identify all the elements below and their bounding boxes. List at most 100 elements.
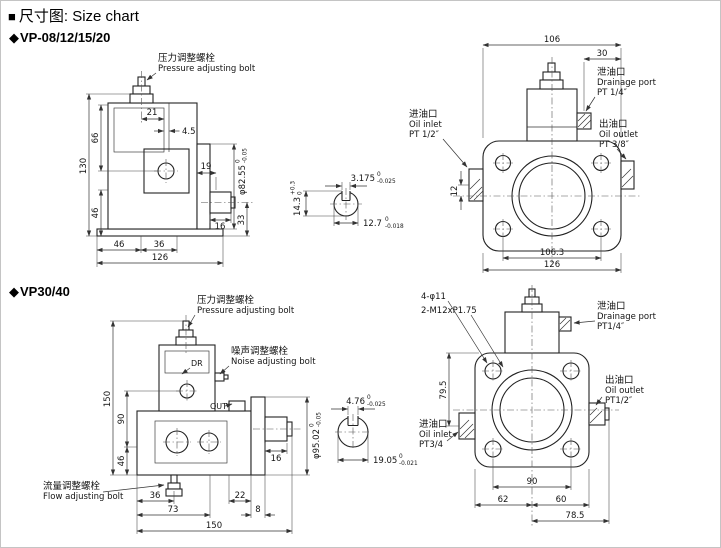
vp30-flow-bolt (170, 474, 178, 484)
dim-key-width-3-175: 3.175 (351, 174, 375, 184)
outlet-label-cn: 出油口 (605, 374, 634, 386)
dim-16: 16 (271, 454, 282, 464)
pressure-bolt-label-en: Pressure adjusting bolt (158, 64, 256, 74)
noise-bolt-label-cn: 噪声调整螺栓 (231, 345, 289, 357)
dim-shaft-dia-12-7: 12.7 (363, 219, 382, 229)
diamond-bullet-icon: ◆ (9, 284, 19, 299)
drain-label-cn: 泄油口 (597, 300, 626, 312)
vp30-mount-flange-plate (250, 396, 266, 476)
dim-106: 106 (544, 35, 560, 45)
pilot-value: φ82.55 (238, 165, 248, 195)
shaft-d-tol-upper: 0 (385, 217, 389, 223)
dim-30: 30 (597, 49, 608, 59)
vp30-inlet-port (458, 412, 476, 440)
vp08-side-dimensions: 130 66 46 21 4.5 19 33 16 φ82. (79, 93, 250, 267)
vp08-outlet-port (620, 160, 635, 190)
dim-16: 16 (215, 222, 226, 232)
key-h-value: 14.3 (293, 197, 303, 216)
dim-bottom-36: 36 (154, 240, 165, 250)
drain-label-cn: 泄油口 (597, 66, 626, 78)
vp30-side-view: 压力调整螺栓 Pressure adjusting bolt 噪声调整螺栓 No… (43, 294, 323, 534)
drain-label-size: PT 1/4″ (597, 88, 627, 98)
dim-bottom-62: 62 (498, 495, 509, 505)
inlet-label-cn: 进油口 (419, 418, 448, 430)
dim-46-left: 46 (91, 208, 101, 219)
dim-bottom-73: 73 (168, 505, 179, 515)
bolt-holes-label: 4-φ11 (421, 292, 446, 302)
pilot-tol-upper: 0 (310, 423, 316, 427)
shaft-d-tol-upper: 0 (399, 454, 403, 460)
vp08-outlet-label: 出油口 Oil outlet PT 3/8″ (599, 118, 639, 160)
key-w-tol-upper: 0 (367, 395, 371, 401)
vp30-side-labels: 压力调整螺栓 Pressure adjusting bolt 噪声调整螺栓 No… (43, 294, 316, 502)
inlet-label-en: Oil inlet (419, 430, 452, 440)
inlet-label-size: PT3/4 (419, 440, 443, 450)
dim-bottom-8: 8 (255, 505, 260, 515)
vp30-side-dimensions: 150 90 46 16 φ95.02 0 -0.05 36 22 (103, 320, 323, 534)
dim-pilot-82-55: φ82.55 0 -0.05 (236, 148, 249, 195)
vp30-lower-body (136, 410, 252, 476)
outlet-label-size: PT1/2″ (605, 396, 632, 406)
vp30-noise-bolt (214, 372, 225, 382)
section-title-vp08-text: VP-08/12/15/20 (20, 30, 111, 45)
noise-bolt-label-en: Noise adjusting bolt (231, 357, 316, 367)
flow-bolt-label-en: Flow adjusting bolt (43, 492, 124, 502)
vp08-pump-body (107, 102, 198, 230)
pilot-tol-lower: -0.05 (243, 148, 249, 163)
dim-bottom-46: 46 (114, 240, 125, 250)
out-label: OUT (210, 402, 227, 411)
drain-label-en: Drainage port (597, 312, 657, 322)
dim-key-width-4-76: 4.76 (346, 397, 365, 407)
dim-79-5: 79.5 (439, 381, 449, 400)
pilot-tol-upper: 0 (236, 159, 242, 163)
dim-bottom-60: 60 (556, 495, 567, 505)
vp30-shaft-key-detail: 4.76 0 -0.025 19.05 0 -0.021 (331, 395, 418, 467)
vp08-pressure-bolt-label: 压力调整螺栓 Pressure adjusting bolt (146, 52, 256, 81)
section-title-vp30: ◆VP30/40 (9, 284, 70, 300)
dim-150: 150 (103, 391, 113, 407)
square-bullet-icon: ■ (8, 9, 16, 24)
vp30-front-labels: 4-φ11 2-M12xP1.75 泄油口 Drainage port PT1/… (419, 292, 657, 450)
shaft-d-tol-lower: -0.021 (399, 461, 418, 467)
dim-bottom-36: 36 (150, 491, 161, 501)
dim-key-height-14-3: 14.3 +0.3 0 (291, 181, 304, 216)
dim-106-3: 106.3 (540, 248, 564, 258)
pressure-bolt-label-cn: 压力调整螺栓 (158, 52, 216, 64)
dim-bottom-22: 22 (235, 491, 246, 501)
dim-33: 33 (237, 215, 247, 226)
dr-label: DR (191, 359, 203, 368)
dim-21: 21 (147, 108, 158, 118)
outlet-label-cn: 出油口 (599, 118, 628, 130)
vp30-drain-port (558, 316, 572, 332)
key-w-tol-lower: -0.025 (367, 402, 386, 408)
outlet-label-en: Oil outlet (599, 130, 639, 140)
vp30-out-port (228, 400, 246, 412)
page-title: ■尺寸图: Size chart (8, 5, 139, 26)
vp08-side-view: 130 66 46 21 4.5 19 33 16 φ82. (79, 52, 256, 267)
dim-19: 19 (201, 162, 212, 172)
vp30-front-view: 4-φ11 2-M12xP1.75 泄油口 Drainage port PT1/… (419, 285, 657, 527)
inlet-label-cn: 进油口 (409, 108, 438, 120)
pilot-tol-lower: -0.05 (317, 412, 323, 427)
dim-shaft-dia-19-05: 19.05 (373, 456, 397, 466)
dim-bottom-150: 150 (206, 521, 222, 531)
vp08-inlet-label: 进油口 Oil inlet PT 1/2″ (409, 108, 468, 168)
inlet-label-size: PT 1/2″ (409, 130, 439, 140)
dim-66: 66 (91, 133, 101, 144)
dim-bottom-90: 90 (527, 477, 538, 487)
vp08-mount-flange-plate (196, 143, 211, 230)
dim-4-5: 4.5 (182, 127, 196, 137)
pilot-value: φ95.02 (312, 429, 322, 459)
diamond-bullet-icon: ◆ (9, 30, 19, 45)
thread-label: 2-M12xP1.75 (421, 306, 477, 316)
vp08-front-dimensions: 106 30 12 106.3 126 (450, 35, 622, 273)
pressure-bolt-label-en: Pressure adjusting bolt (197, 306, 295, 316)
key-w-tol-lower: -0.025 (377, 179, 396, 185)
vp08-shaft-key-detail: 14.3 +0.3 0 3.175 0 -0.025 12.7 0 -0.018 (291, 172, 404, 230)
flow-bolt-label-cn: 流量调整螺栓 (43, 480, 101, 492)
vp30-keyway (347, 416, 359, 427)
key-h-tol-lower: 0 (298, 191, 304, 195)
page-title-text: 尺寸图: Size chart (18, 8, 139, 25)
vp08-keyway (341, 191, 351, 202)
